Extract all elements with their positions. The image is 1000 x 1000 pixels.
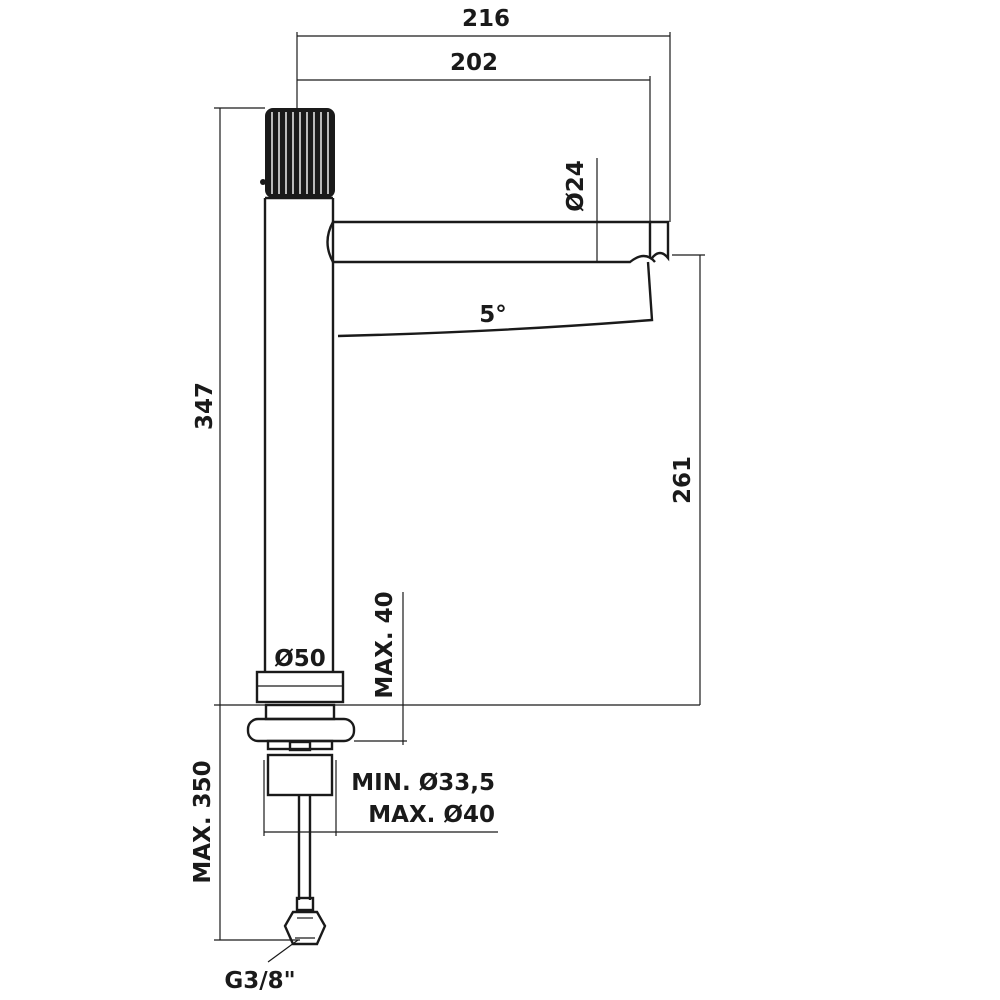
faucet-body bbox=[246, 108, 670, 946]
label-hole-max: MAX. Ø40 bbox=[368, 802, 495, 828]
knurled-handle bbox=[260, 108, 335, 198]
label-spout-angle: 5° bbox=[479, 302, 507, 328]
connection-nut bbox=[283, 896, 327, 946]
dimension-lines bbox=[214, 32, 705, 963]
label-base-diameter: Ø50 bbox=[274, 646, 326, 672]
label-spout-reach: 202 bbox=[450, 50, 498, 76]
label-overall-reach: 216 bbox=[462, 6, 510, 32]
label-connection-thread: G3/8" bbox=[224, 968, 295, 994]
label-spout-diameter: Ø24 bbox=[563, 160, 589, 212]
label-hole-min: MIN. Ø33,5 bbox=[351, 770, 495, 796]
label-max-hose-length: MAX. 350 bbox=[190, 760, 216, 883]
under-deck-fixing bbox=[246, 703, 356, 900]
label-total-height: 347 bbox=[192, 382, 218, 430]
column bbox=[263, 196, 335, 672]
dimension-labels: 216 202 Ø24 5° 347 261 Ø50 MAX. 40 MIN. … bbox=[190, 6, 696, 994]
base-collar bbox=[255, 670, 345, 704]
label-max-deck-thickness: MAX. 40 bbox=[372, 591, 398, 698]
label-spout-height: 261 bbox=[670, 456, 696, 504]
